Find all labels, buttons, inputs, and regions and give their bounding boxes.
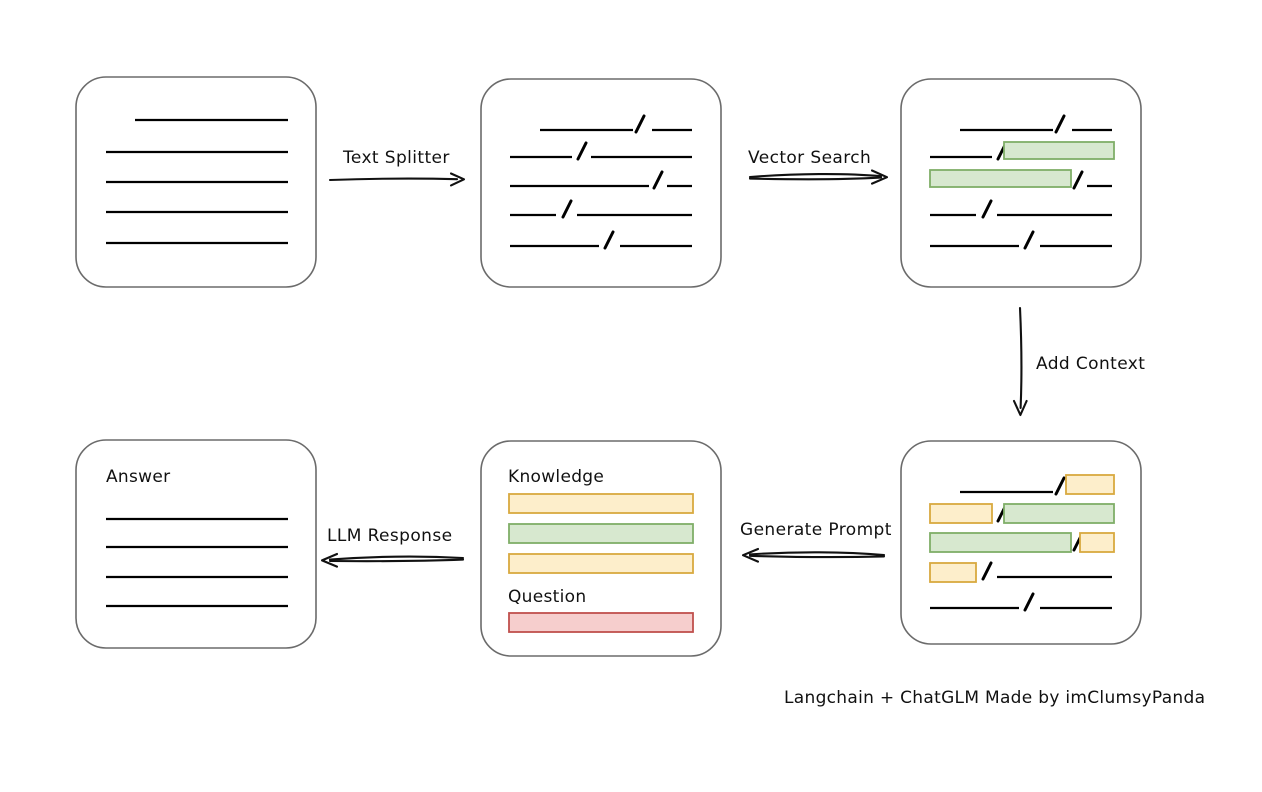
arrow-head: [1012, 399, 1028, 417]
arrow-head: [870, 169, 889, 185]
answer-lines: [106, 517, 288, 608]
answer-heading: Answer: [106, 467, 170, 487]
highlight-yellow: [929, 503, 993, 524]
slash-separator: [981, 561, 993, 581]
knowledge-bar-green: [508, 523, 694, 544]
arrow-head: [320, 552, 339, 568]
highlight-green: [929, 532, 1072, 553]
slash-separator: [576, 141, 588, 161]
knowledge-heading: Knowledge: [508, 467, 604, 487]
slash-separator: [634, 114, 646, 134]
edge-text-splitter[interactable]: Text Splitter: [328, 148, 466, 187]
arrow-shaft-second: [328, 558, 465, 563]
highlight-green: [1003, 503, 1115, 524]
arrow-shaft: [328, 555, 465, 561]
edge-vector-search-label: Vector Search: [748, 148, 871, 168]
edge-generate-prompt-label: Generate Prompt: [740, 520, 892, 540]
highlight-yellow: [1065, 474, 1115, 495]
slash-separator: [1072, 170, 1084, 190]
highlight-yellow: [1079, 532, 1115, 553]
answer-box[interactable]: [75, 439, 317, 649]
node-context-document[interactable]: [900, 440, 1142, 645]
node-source-document[interactable]: [75, 76, 317, 288]
slash-separator: [561, 199, 573, 219]
slash-separator: [1023, 592, 1035, 612]
node-split-document[interactable]: [480, 78, 722, 288]
arrow-head: [449, 172, 466, 187]
edge-llm-response[interactable]: LLM Response: [320, 526, 465, 568]
context-document-rows: [929, 474, 1115, 612]
slash-separator: [981, 199, 993, 219]
slash-separator: [1054, 114, 1066, 134]
question-bar-red: [508, 612, 694, 633]
arrow-shaft-second: [748, 554, 886, 559]
arrow-head: [741, 547, 760, 563]
slash-separator: [1023, 230, 1035, 250]
edge-add-context-label: Add Context: [1036, 354, 1145, 374]
node-matched-document[interactable]: [900, 78, 1142, 288]
arrow-shaft: [748, 551, 886, 557]
slash-separator: [1054, 476, 1066, 496]
arrow-shaft: [748, 172, 883, 179]
knowledge-bar-yellow-1: [508, 493, 694, 514]
edge-generate-prompt[interactable]: Generate Prompt: [740, 520, 892, 563]
split-document-rows: [510, 114, 692, 250]
highlight-green: [929, 169, 1072, 188]
node-answer[interactable]: Answer: [75, 439, 317, 649]
edge-add-context[interactable]: Add Context: [1012, 306, 1145, 417]
arrow-shaft-second: [748, 176, 883, 181]
knowledge-bar-yellow-2: [508, 553, 694, 574]
highlight-green: [1003, 141, 1115, 160]
node-prompt[interactable]: Knowledge Question: [480, 440, 722, 657]
highlight-yellow: [929, 562, 977, 583]
question-heading: Question: [508, 587, 586, 607]
edge-llm-response-label: LLM Response: [327, 526, 452, 546]
slash-separator: [652, 170, 664, 190]
split-document-box[interactable]: [480, 78, 722, 288]
source-document-lines: [106, 118, 288, 245]
footer-credit: Langchain + ChatGLM Made by imClumsyPand…: [784, 688, 1205, 708]
arrow-shaft: [1018, 306, 1023, 410]
slash-separator: [603, 230, 615, 250]
edge-vector-search[interactable]: Vector Search: [748, 148, 889, 185]
edge-text-splitter-label: Text Splitter: [342, 148, 450, 168]
arrow-shaft: [328, 177, 459, 182]
matched-document-rows: [929, 114, 1115, 250]
